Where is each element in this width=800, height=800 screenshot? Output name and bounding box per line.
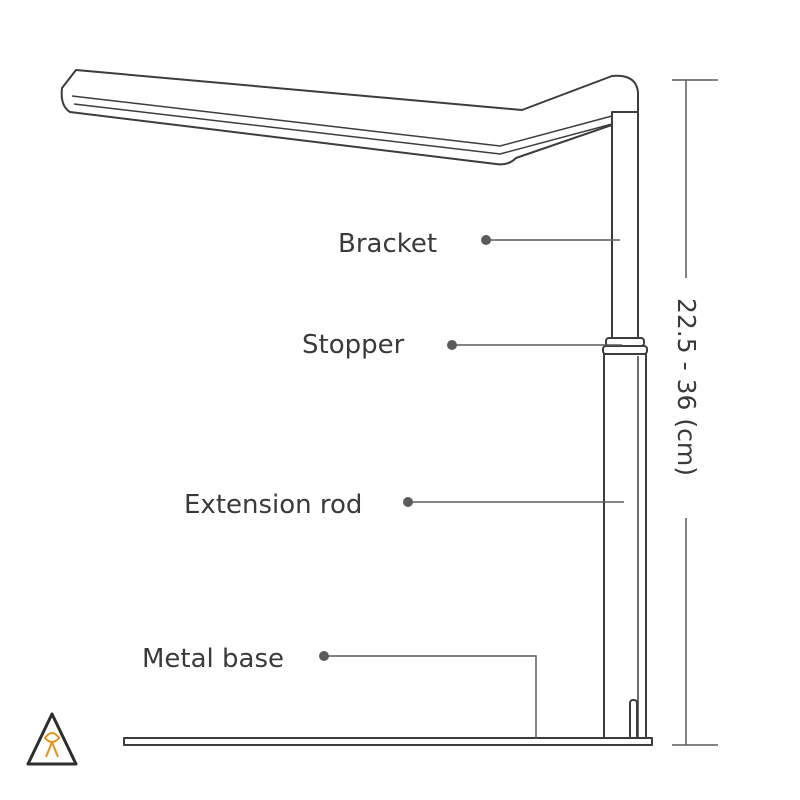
bracket-post	[611, 111, 639, 341]
extension-rod	[603, 353, 647, 741]
stopper-collar	[602, 337, 648, 355]
bracket-leader	[481, 235, 620, 245]
metal-base-label: Metal base	[142, 644, 284, 674]
metal-base-leader	[319, 651, 537, 738]
lamp-head	[60, 69, 639, 166]
extension-rod-leader-dot	[403, 497, 413, 507]
extension-rod-leader	[403, 497, 624, 507]
extension-rod-label: Extension rod	[184, 490, 362, 520]
metal-base-leader-dot	[319, 651, 329, 661]
bracket-leader-dot	[481, 235, 491, 245]
height-dimension: 22.5 - 36 (cm)	[672, 79, 718, 746]
stopper-leader	[447, 340, 622, 350]
stopper-leader-dot	[447, 340, 457, 350]
bracket-label: Bracket	[338, 229, 437, 259]
metal-base	[123, 737, 653, 746]
warning-triangle-logo-icon	[26, 712, 78, 766]
height-dimension-label: 22.5 - 36 (cm)	[672, 298, 701, 476]
stopper-label: Stopper	[302, 330, 405, 360]
